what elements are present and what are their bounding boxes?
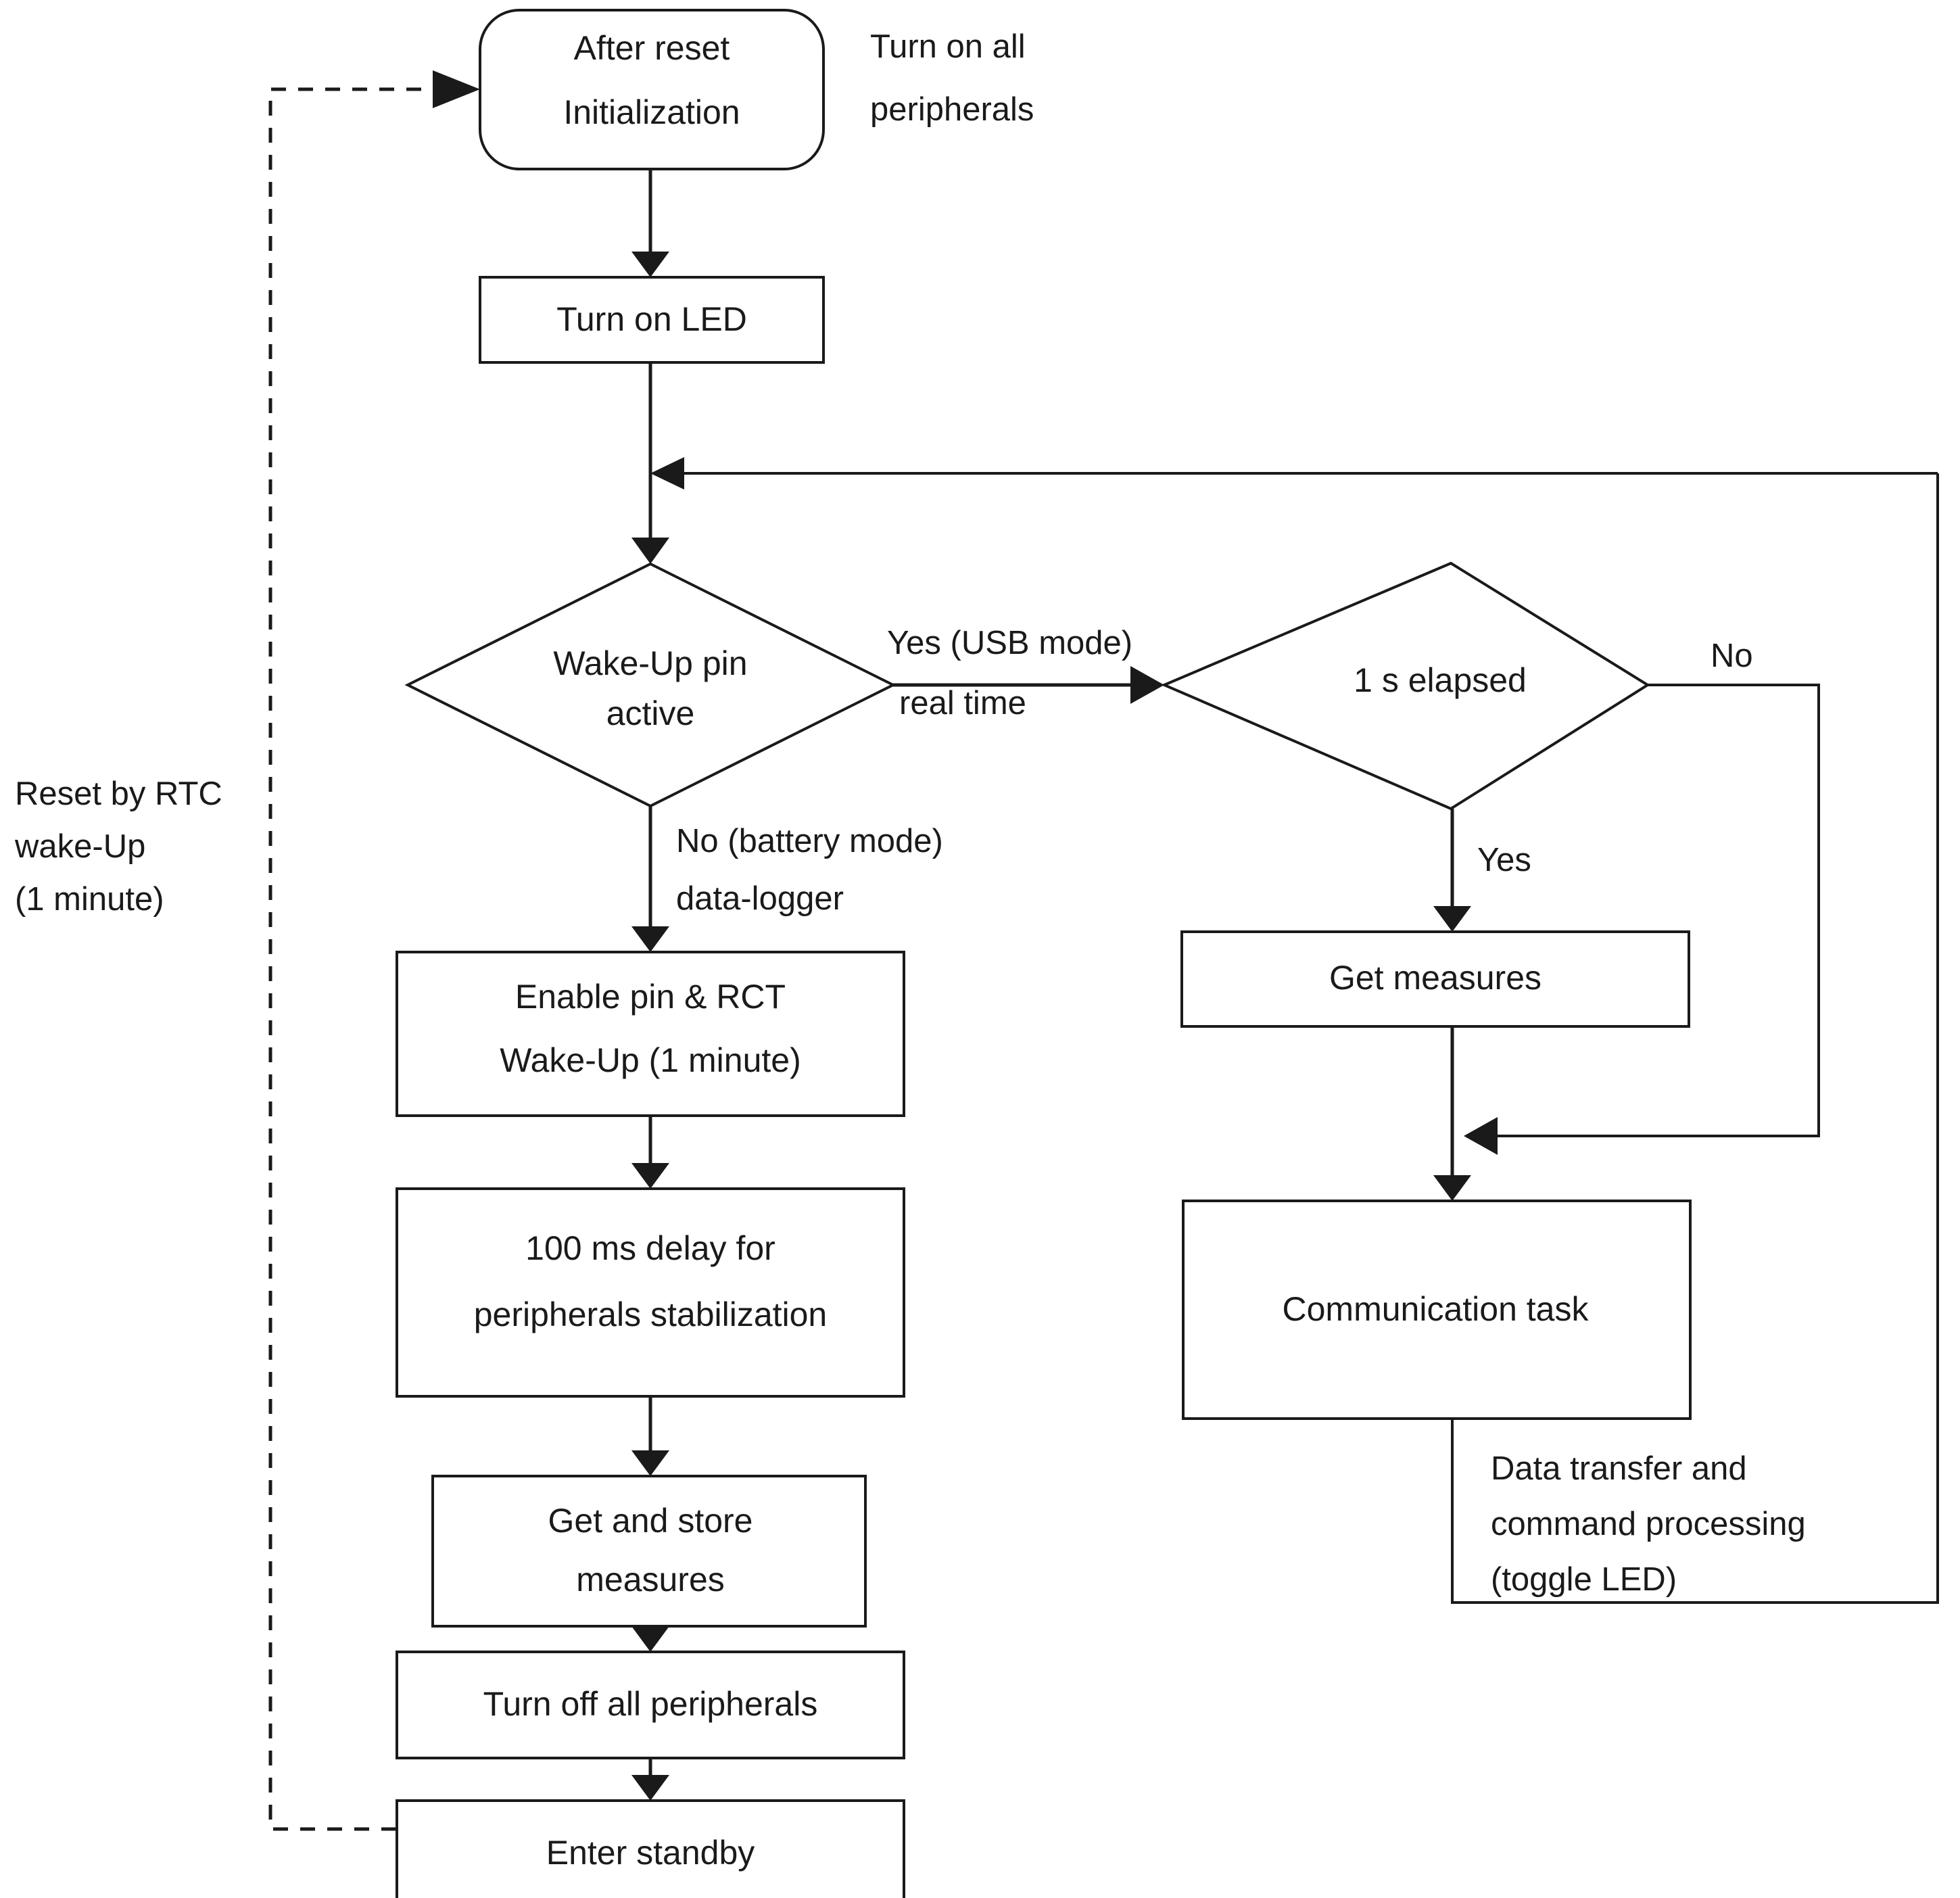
annotation-line: Turn on all [870, 28, 1026, 65]
node-line: Wake-Up (1 minute) [500, 1041, 800, 1079]
svg-text:1 s elapsed: 1 s elapsed [1354, 661, 1527, 699]
annotation-line: peripherals [870, 91, 1034, 128]
edge-label-line: No (battery mode) [676, 823, 943, 859]
svg-text:Enter standby: Enter standby [546, 1834, 755, 1872]
edge-label-no-battery-mode: No (battery mode) data-logger [676, 823, 943, 917]
svg-text:Yes (USB mode): Yes (USB mode) [887, 625, 1132, 661]
svg-text:Wake-Up pin: Wake-Up pin [553, 644, 747, 682]
annotation-data-transfer: Data transfer and command processing (to… [1491, 1450, 1806, 1598]
node-turn-off-all-peripherals[interactable]: Turn off all peripherals [396, 1651, 905, 1759]
svg-text:wake-Up: wake-Up [14, 828, 145, 865]
annotation-line: Reset by RTC [15, 776, 222, 812]
node-line: 100 ms delay for [525, 1229, 775, 1267]
svg-text:real time: real time [899, 685, 1026, 721]
node-line: Get measures [1329, 959, 1541, 997]
node-line: Turn off all peripherals [483, 1685, 818, 1723]
node-turn-on-led[interactable]: Turn on LED [479, 276, 825, 364]
svg-text:Get and store: Get and store [548, 1502, 753, 1540]
edge-wakeup-no [631, 806, 669, 952]
svg-text:Initialization: Initialization [563, 93, 740, 131]
node-line: Enter standby [546, 1834, 755, 1872]
svg-text:active: active [606, 694, 695, 732]
node-line: After reset [574, 29, 730, 67]
node-line: Get and store [548, 1502, 753, 1540]
edge-comm-to-loop [1451, 473, 1939, 1604]
svg-text:No (battery mode): No (battery mode) [676, 823, 943, 859]
svg-text:peripherals stabilization: peripherals stabilization [474, 1296, 828, 1333]
svg-text:No: No [1711, 638, 1753, 674]
node-get-and-store-measures[interactable]: Get and store measures [431, 1475, 867, 1628]
svg-text:Wake-Up (1 minute): Wake-Up (1 minute) [500, 1041, 800, 1079]
annotation-line: Data transfer and [1491, 1450, 1747, 1487]
edge-loop-return-top [650, 457, 1938, 490]
svg-text:measures: measures [576, 1561, 725, 1598]
svg-text:Reset by RTC: Reset by RTC [15, 776, 222, 812]
node-after-reset-initialization[interactable]: After reset Initialization [479, 9, 825, 170]
edge-label-elapsed-yes: Yes [1477, 842, 1531, 878]
node-line: peripherals stabilization [474, 1296, 828, 1333]
svg-text:Enable pin & RCT: Enable pin & RCT [515, 978, 786, 1016]
node-line: measures [576, 1561, 725, 1598]
svg-text:Turn on all: Turn on all [870, 28, 1026, 65]
svg-text:Communication task: Communication task [1283, 1290, 1589, 1328]
edge-wakeup-yes [893, 666, 1164, 704]
edge-label-line: real time [899, 685, 1026, 721]
annotation-line: command processing [1491, 1506, 1806, 1542]
svg-text:peripherals: peripherals [870, 91, 1034, 128]
node-line: Wake-Up pin [553, 644, 747, 682]
edge-init-to-led [631, 169, 669, 277]
node-line: Communication task [1283, 1290, 1589, 1328]
edge-label-yes-usb-mode: Yes (USB mode) real time [887, 625, 1132, 721]
svg-text:100 ms delay for: 100 ms delay for [525, 1229, 775, 1267]
edge-led-to-wakeup [631, 362, 669, 564]
edge-label-line: Yes [1477, 842, 1531, 878]
svg-text:(toggle LED): (toggle LED) [1491, 1561, 1677, 1598]
edge-enable-to-delay [631, 1116, 669, 1189]
svg-text:Yes: Yes [1477, 842, 1531, 878]
edge-delay-to-store [631, 1396, 669, 1476]
edge-standby-to-init [268, 70, 480, 1831]
node-line: Turn on LED [556, 300, 747, 338]
svg-text:(1 minute): (1 minute) [15, 881, 164, 918]
node-delay-100ms[interactable]: 100 ms delay for peripherals stabilizati… [396, 1187, 905, 1398]
node-communication-task[interactable]: Communication task [1182, 1200, 1692, 1420]
node-enter-standby[interactable]: Enter standby [396, 1799, 905, 1898]
node-enable-pin-rct-wakeup[interactable]: Enable pin & RCT Wake-Up (1 minute) [396, 951, 905, 1117]
annotation-line: wake-Up [14, 828, 145, 865]
svg-text:command processing: command processing [1491, 1506, 1806, 1542]
svg-text:Get measures: Get measures [1329, 959, 1541, 997]
node-line: 1 s elapsed [1354, 661, 1527, 699]
edge-getmeasures-to-comm [1433, 1026, 1471, 1201]
node-one-second-elapsed[interactable]: 1 s elapsed [1160, 561, 1650, 811]
svg-text:Turn off all peripherals: Turn off all peripherals [483, 1685, 818, 1723]
svg-text:Turn on LED: Turn on LED [556, 300, 747, 338]
svg-text:After reset: After reset [574, 29, 730, 67]
annotation-turn-on-all-peripherals: Turn on all peripherals [870, 28, 1034, 128]
node-line: active [606, 694, 695, 732]
edge-label-line: No [1711, 638, 1753, 674]
svg-text:data-logger: data-logger [676, 880, 844, 917]
node-line: Enable pin & RCT [515, 978, 786, 1016]
node-wake-up-pin-active[interactable]: Wake-Up pin active [404, 562, 897, 808]
annotation-line: (toggle LED) [1491, 1561, 1677, 1598]
edge-label-elapsed-no: No [1711, 638, 1753, 674]
annotation-line: (1 minute) [15, 881, 164, 918]
node-line: Initialization [563, 93, 740, 131]
edge-label-line: data-logger [676, 880, 844, 917]
node-get-measures[interactable]: Get measures [1180, 930, 1690, 1028]
svg-text:Data transfer and: Data transfer and [1491, 1450, 1747, 1487]
edge-elapsed-yes [1433, 809, 1471, 932]
edge-label-line: Yes (USB mode) [887, 625, 1132, 661]
annotation-reset-by-rtc: Reset by RTC wake-Up (1 minute) [14, 776, 222, 918]
